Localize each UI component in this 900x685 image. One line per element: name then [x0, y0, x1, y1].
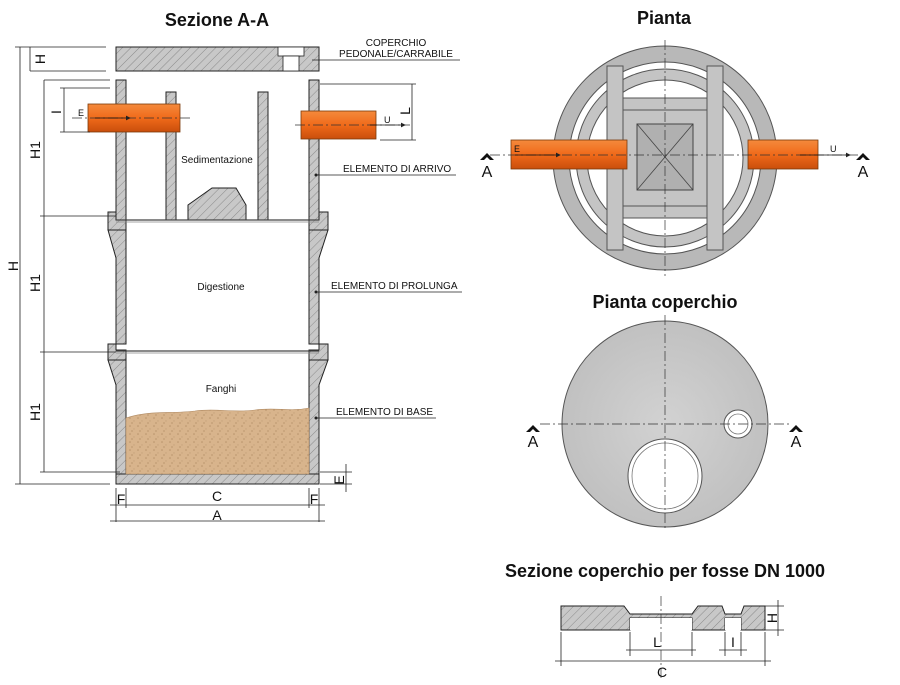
dim-H1-mid: H1 [27, 274, 43, 292]
right-wall-base [308, 359, 329, 475]
lid-section-view: H L I C [555, 596, 784, 680]
dim-I: I [48, 110, 64, 114]
sedimentation-label: Sedimentazione [181, 155, 253, 166]
center-cone [187, 187, 247, 221]
callout-cover-1: COPERCHIO [366, 38, 427, 49]
lid-plan-view: A A [526, 315, 803, 530]
right-wall-top [308, 79, 320, 221]
section-view: E U Sedimentazione Digestione Fanghi COP… [5, 38, 462, 523]
plan-outlet-label: U [830, 144, 837, 154]
cover-hole-bottom [282, 55, 300, 72]
lid-dim-L: L [653, 634, 661, 650]
dim-F-left: F [117, 491, 126, 507]
right-wall-mid [308, 229, 329, 345]
digestion-label: Digestione [197, 282, 245, 293]
dim-H-total: H [5, 261, 21, 271]
dim-H1-base: H1 [27, 403, 43, 421]
callout-extension-element: ELEMENTO DI PROLUNGA [331, 281, 458, 292]
callout-inlet-element: ELEMENTO DI ARRIVO [343, 164, 451, 175]
dim-E: E [331, 475, 347, 484]
sludge-fill [125, 407, 310, 475]
plan-section-marker-left: A [482, 164, 493, 181]
plan-title: Pianta [637, 8, 692, 28]
plan-outlet-pipe [747, 139, 819, 170]
plan-view: E U A A [480, 40, 870, 276]
plan-section-marker-right: A [858, 164, 869, 181]
section-inlet-label: E [78, 108, 84, 118]
lid-dim-I: I [731, 634, 735, 650]
dim-C: C [212, 488, 222, 504]
dim-H1-top: H1 [27, 141, 43, 159]
lid-section-title: Sezione coperchio per fosse DN 1000 [505, 561, 825, 581]
left-wall-base [107, 359, 127, 475]
section-title: Sezione A-A [165, 10, 269, 30]
callout-base-element: ELEMENTO DI BASE [336, 407, 433, 418]
lid-plan-title: Pianta coperchio [592, 292, 737, 312]
sludge-label: Fanghi [206, 384, 237, 395]
plan-inlet-pipe [510, 139, 628, 170]
dim-F-right: F [310, 491, 319, 507]
dim-A: A [212, 507, 222, 523]
callout-cover-2: PEDONALE/CARRABILE [339, 49, 453, 60]
plan-inlet-label: E [514, 144, 520, 154]
left-wall-mid [107, 229, 127, 345]
lid-dim-C: C [657, 664, 667, 680]
dim-H-cover: H [32, 54, 48, 64]
section-outlet-label: U [384, 115, 391, 125]
lid-section-marker-right: A [791, 434, 802, 451]
base-slab [115, 473, 320, 485]
lid-dim-H: H [764, 613, 780, 623]
joint-right-2 [308, 343, 329, 361]
dim-L: L [397, 107, 413, 115]
cover-hole-top [277, 46, 305, 57]
left-wall-top [115, 79, 127, 221]
inner-baffle-right [257, 91, 269, 221]
lid-section-marker-left: A [528, 434, 539, 451]
